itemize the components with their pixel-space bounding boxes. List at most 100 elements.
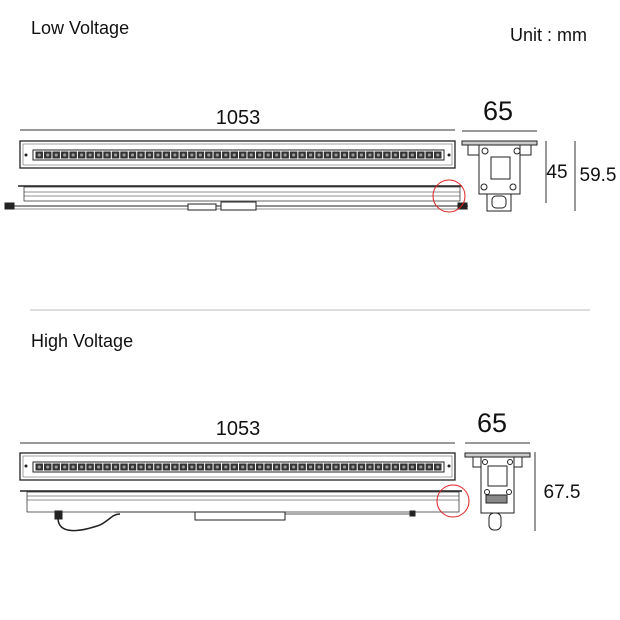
led-lens: [46, 465, 50, 469]
end-view: [464, 452, 531, 531]
led-strip: [32, 149, 445, 161]
total-height-dimension: 59.5: [580, 165, 617, 186]
led-lens: [96, 153, 101, 157]
led-lens: [241, 153, 245, 157]
led-lens: [63, 465, 67, 469]
led-lens: [351, 465, 355, 469]
end-view: [461, 140, 538, 212]
led-strip: [32, 461, 445, 473]
led-lens: [130, 153, 135, 157]
led-lens: [258, 465, 262, 469]
led-lens: [130, 465, 135, 469]
led-lens: [139, 465, 143, 469]
height-dimension: 45: [546, 162, 567, 183]
led-lens: [292, 465, 296, 469]
side-view: [4, 185, 468, 211]
led-lens: [173, 153, 177, 157]
led-lens: [334, 465, 338, 469]
led-lens: [376, 465, 381, 469]
led-lens: [325, 153, 330, 157]
led-lens: [224, 153, 228, 157]
side-view: [20, 490, 462, 532]
length-dimension: 1053: [216, 418, 261, 440]
led-lens: [300, 153, 304, 157]
led-lens: [207, 153, 211, 157]
led-lens: [156, 153, 160, 157]
led-lens: [147, 465, 152, 469]
led-lens: [37, 153, 41, 157]
led-lens: [46, 153, 50, 157]
led-lens: [385, 153, 389, 157]
led-lens: [410, 153, 414, 157]
led-lens: [368, 153, 372, 157]
led-lens: [122, 465, 126, 469]
led-lens: [241, 465, 245, 469]
led-lens: [249, 153, 253, 157]
led-lens: [292, 153, 296, 157]
led-lens: [63, 153, 67, 157]
led-lens: [402, 465, 406, 469]
led-lens: [334, 153, 338, 157]
led-lens: [224, 465, 228, 469]
led-lens: [368, 465, 372, 469]
led-lens: [113, 465, 118, 469]
led-lens: [419, 465, 423, 469]
led-lens: [376, 153, 381, 157]
width-dimension: 65: [477, 408, 507, 438]
led-lens: [113, 153, 118, 157]
led-lens: [359, 153, 364, 157]
led-lens: [436, 153, 440, 157]
height-dimension: 67.5: [544, 482, 581, 503]
detail-highlight-circle: [432, 179, 466, 213]
led-lens: [385, 465, 389, 469]
led-lens: [325, 465, 330, 469]
led-lens: [266, 465, 270, 469]
led-lens: [215, 465, 219, 469]
high-voltage-drawing: 1053 65: [19, 408, 581, 532]
led-lens: [317, 465, 321, 469]
led-lens: [164, 465, 169, 469]
led-lens: [198, 153, 202, 157]
led-lens: [37, 465, 41, 469]
led-lens: [215, 153, 219, 157]
led-lens: [342, 465, 347, 469]
led-lens: [283, 465, 287, 469]
led-lens: [105, 153, 109, 157]
top-view: [19, 452, 456, 481]
led-lens: [275, 153, 279, 157]
led-lens: [427, 153, 431, 157]
low-voltage-title: Low Voltage: [31, 18, 129, 38]
led-lens: [80, 153, 84, 157]
led-lens: [147, 153, 152, 157]
led-lens: [173, 465, 177, 469]
led-lens: [156, 465, 160, 469]
led-lens: [96, 465, 101, 469]
width-dimension: 65: [483, 96, 513, 126]
led-lens: [88, 465, 92, 469]
led-lens: [393, 153, 397, 157]
led-lens: [71, 465, 75, 469]
led-lens: [54, 465, 58, 469]
led-lens: [54, 153, 58, 157]
led-lens: [198, 465, 202, 469]
led-lens: [300, 465, 304, 469]
led-lens: [71, 153, 75, 157]
led-lens: [249, 465, 253, 469]
led-lens: [308, 153, 313, 157]
led-lens: [393, 465, 397, 469]
led-lens: [207, 465, 211, 469]
led-lens: [181, 465, 185, 469]
unit-label: Unit : mm: [510, 25, 587, 45]
led-lens: [317, 153, 321, 157]
top-view: [19, 140, 456, 169]
led-lens: [402, 153, 406, 157]
led-lens: [342, 153, 347, 157]
led-lens: [266, 153, 270, 157]
led-lens: [122, 153, 126, 157]
led-lens: [181, 153, 185, 157]
led-lens: [232, 465, 236, 469]
led-lens: [80, 465, 84, 469]
led-lens: [283, 153, 287, 157]
led-lens: [139, 153, 143, 157]
